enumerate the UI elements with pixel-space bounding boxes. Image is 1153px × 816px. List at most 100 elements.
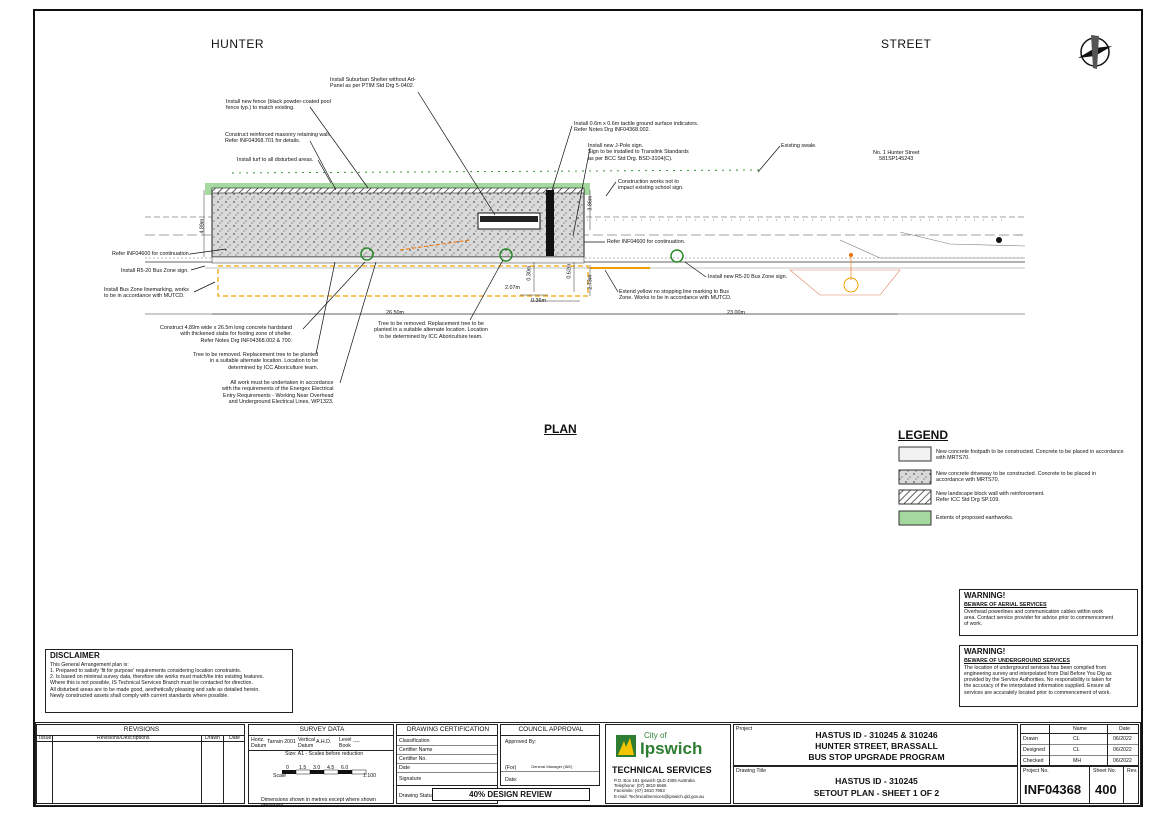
note-turf: Install turf to all disturbed areas. bbox=[237, 157, 314, 163]
cert-status-label: Drawing Status bbox=[399, 793, 435, 799]
warning-underground-subtitle: BEWARE OF UNDERGROUND SERVICES bbox=[964, 658, 1070, 664]
people-table: Name Date Drawn CL 06/2022 Designed CL 0… bbox=[1020, 724, 1139, 766]
street-label-left: HUNTER bbox=[211, 37, 264, 51]
legend-item-footpath: New concrete footpath to be constructed.… bbox=[936, 449, 1124, 462]
council-for: (For) bbox=[505, 765, 517, 771]
council-gm: General Manager (I&E) bbox=[531, 764, 573, 769]
disclaimer-box: DISCLAIMER This General Arrangement plan… bbox=[45, 649, 293, 713]
project-no-label: Project No. bbox=[1023, 768, 1049, 774]
tree-existing bbox=[670, 249, 684, 263]
drawing-title-line-1: HASTUS ID - 310245 bbox=[835, 776, 918, 786]
disclaimer-title: DISCLAIMER bbox=[50, 651, 100, 660]
scale-bar bbox=[282, 769, 367, 775]
cert-signature: Signature bbox=[399, 776, 422, 782]
warning-aerial-text: Overhead powerlines and communication ca… bbox=[964, 609, 1114, 628]
survey-dims-note: Dimensions shown in metres except where … bbox=[261, 797, 377, 810]
people-date-drawn: 06/2022 bbox=[1113, 736, 1132, 742]
cert-number: Certifier No. bbox=[399, 756, 427, 762]
warning-underground: WARNING! BEWARE OF UNDERGROUND SERVICES … bbox=[959, 645, 1138, 707]
project-line-3: BUS STOP UPGRADE PROGRAM bbox=[808, 752, 945, 762]
bus-zone-linemarking bbox=[217, 265, 589, 297]
people-name-drawn: CL bbox=[1073, 736, 1080, 742]
tree-removed-2 bbox=[499, 248, 513, 262]
scale-ratio: 1:100 bbox=[363, 773, 376, 779]
dim-2-73: 2.73m bbox=[587, 274, 594, 290]
drawing-numbers: Project No. Sheet No. Rev. INF04368 400 bbox=[1020, 766, 1139, 804]
council-approved-by: Approved By: bbox=[505, 739, 537, 745]
revisions-col-date: Date bbox=[229, 735, 240, 741]
note-tree-1: Tree to be removed. Replacement tree to … bbox=[374, 321, 488, 340]
note-energex: All work must be undertaken in accordanc… bbox=[222, 380, 334, 406]
note-refer-left: Refer INF04600 for continuation. bbox=[112, 251, 191, 257]
drawing-title-label: Drawing Title bbox=[736, 768, 766, 774]
note-hardstand: Construct 4.89m wide x 26.5m long concre… bbox=[160, 325, 293, 344]
note-refer-right: Refer INF04600 for continuation. bbox=[607, 239, 686, 245]
survey-vert-label: Vertical Datum bbox=[298, 737, 316, 750]
note-r520-right: Install new R5-20 Bus Zone sign. bbox=[708, 274, 788, 280]
survey-horiz-label: Horiz. Datum bbox=[251, 737, 267, 750]
note-swale: Existing swale. bbox=[781, 143, 817, 149]
certification-title: DRAWING CERTIFICATION bbox=[406, 726, 490, 733]
project-title-block: Project HASTUS ID - 310245 & 310246 HUNT… bbox=[733, 724, 1018, 766]
drawing-status: 40% DESIGN REVIEW bbox=[432, 788, 590, 801]
project-number: INF04368 bbox=[1024, 782, 1082, 797]
survey-size: Size: A1 - Scales before reduction bbox=[285, 751, 364, 757]
dim-23-00: 23.00m bbox=[727, 310, 745, 316]
people-role-checked: Checked bbox=[1023, 758, 1044, 764]
north-arrow-icon bbox=[1078, 35, 1112, 69]
council-title: COUNCIL APPROVAL bbox=[518, 726, 584, 733]
scale-label: Scale bbox=[273, 773, 286, 779]
survey-horiz-value: Tarrain 2001 bbox=[267, 739, 296, 745]
note-construction: Construction works not to impact existin… bbox=[618, 179, 684, 192]
street-label-right: STREET bbox=[881, 37, 932, 51]
dim-depth: 3.86m bbox=[587, 195, 594, 211]
revisions-title: REVISIONS bbox=[123, 726, 160, 733]
revisions-table: REVISIONS Issue Revisions/Descriptions D… bbox=[36, 724, 245, 804]
property-address: No. 1 Hunter Street bbox=[873, 150, 920, 156]
warning-aerial-subtitle: BEWARE OF AERIAL SERVICES bbox=[964, 602, 1047, 608]
disclaimer-text: This General Arrangement plan is: 1. Pre… bbox=[50, 662, 264, 699]
dim-0-62: 0.62m bbox=[566, 263, 573, 279]
ipswich-logo-icon bbox=[616, 735, 636, 757]
dim-0-36: 0.36m bbox=[531, 298, 546, 304]
project-line-2: HUNTER STREET, BRASSALL bbox=[815, 741, 938, 751]
sheet-number: 400 bbox=[1095, 782, 1117, 797]
drawing-title-line-2: SETOUT PLAN - SHEET 1 OF 2 bbox=[813, 788, 940, 798]
title-block bbox=[35, 722, 1141, 806]
revisions-col-issue: Issue bbox=[39, 735, 52, 741]
note-tree-2: Tree to be removed. Replacement tree to … bbox=[193, 352, 319, 371]
people-date-designed: 06/2022 bbox=[1113, 747, 1132, 753]
logo-city-of: City of bbox=[644, 731, 667, 740]
note-r520-left: Install R5-20 Bus Zone sign. bbox=[121, 268, 189, 274]
note-linemarking: Install Bus Zone linemarking, works to b… bbox=[104, 287, 189, 300]
cert-date: Date bbox=[399, 765, 410, 771]
tree-removed-1 bbox=[360, 247, 374, 261]
note-wall: Construct reinforced masonry retaining w… bbox=[225, 132, 331, 145]
sheet-no-label: Sheet No. bbox=[1093, 768, 1117, 774]
dim-0-30: 0.30m bbox=[526, 265, 533, 281]
plan-title: PLAN bbox=[544, 422, 577, 436]
rev-label: Rev. bbox=[1127, 768, 1138, 774]
scale-tick-2: 3.0 bbox=[313, 765, 321, 771]
people-col-name: Name bbox=[1073, 726, 1087, 732]
warning-underground-text: The location of underground services has… bbox=[964, 665, 1112, 696]
scale-tick-1: 1.5 bbox=[299, 765, 307, 771]
scale-tick-4: 6.0 bbox=[341, 765, 349, 771]
logo-ipswich: Ipswich bbox=[640, 739, 703, 758]
warning-aerial: WARNING! BEWARE OF AERIAL SERVICES Overh… bbox=[959, 589, 1138, 636]
people-col-date: Date bbox=[1119, 726, 1130, 732]
legend-item-earthworks: Extents of proposed earthworks. bbox=[936, 515, 1014, 521]
survey-level-value: ---- bbox=[353, 739, 360, 745]
people-name-designed: CL bbox=[1073, 747, 1080, 753]
drawing-certification: DRAWING CERTIFICATION Classification Cer… bbox=[396, 724, 498, 804]
revisions-col-desc: Revisions/Descriptions bbox=[97, 735, 150, 741]
people-role-designed: Designed bbox=[1023, 747, 1045, 753]
dim-2-07: 2.07m bbox=[505, 285, 520, 291]
scale-tick-3: 4.5 bbox=[327, 765, 335, 771]
survey-title: SURVEY DATA bbox=[299, 726, 345, 733]
logo-block: City of Ipswich TECHNICAL SERVICES P.O. … bbox=[605, 724, 731, 804]
tactile-indicators bbox=[546, 190, 554, 256]
